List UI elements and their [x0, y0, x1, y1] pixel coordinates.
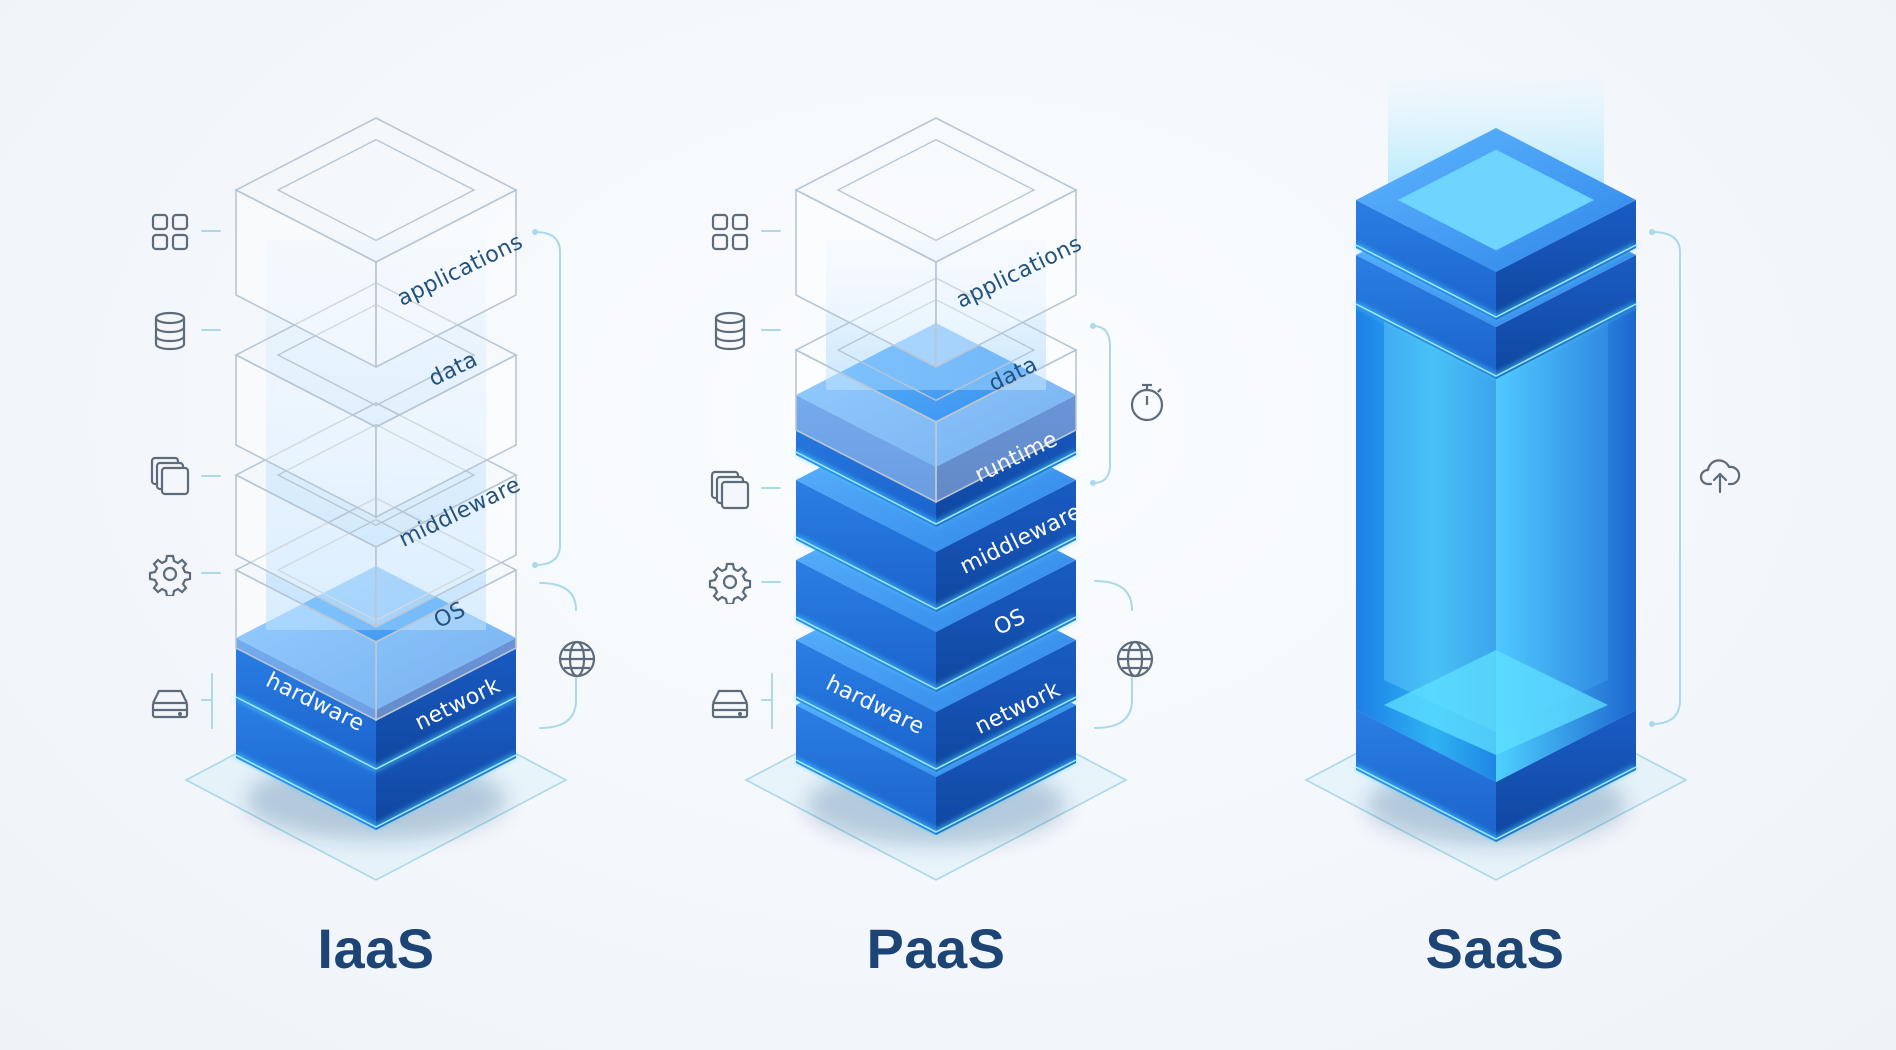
saas-upper-cap-left-face	[1356, 255, 1496, 379]
saas-base-block-left-face	[1356, 710, 1496, 842]
iaas-layer-network-block-left-face	[236, 700, 376, 830]
saas-top-cap-glow-core	[1355, 244, 1637, 318]
paas-layer-hardware-block-right-face	[936, 640, 1076, 772]
saas-inner-glass-right	[1496, 295, 1608, 732]
cloud-upload-icon	[1698, 452, 1742, 496]
stacked-windows-icon	[708, 468, 752, 512]
paas-layer-runtime-block-glow-core	[795, 451, 1077, 525]
server-drive-icon	[148, 681, 192, 725]
paas-bracket-dot-bottom	[1090, 480, 1096, 486]
iaas-layer-applications-block-top-face	[234, 117, 518, 263]
paas-layer-os-block-right-face	[936, 560, 1076, 692]
paas-layer-middleware-block-right-face	[936, 480, 1076, 612]
paas-layer-os-block-left-face	[796, 560, 936, 692]
database-icon	[708, 309, 752, 353]
paas-layer-hardware-block-left-face	[796, 640, 936, 772]
iaas-connector-network-top	[539, 582, 577, 611]
globe-icon	[1113, 637, 1157, 681]
grid-apps-icon	[708, 210, 752, 254]
database-icon	[148, 309, 192, 353]
gear-icon	[708, 560, 752, 604]
saas-bracket-dot-bottom	[1649, 721, 1655, 727]
paas-layer-network-block-left-face	[796, 705, 936, 835]
saas-stack	[1304, 70, 1688, 881]
paas-layer-applications-block-top-face	[794, 117, 1078, 263]
iaas-title: IaaS	[317, 917, 435, 980]
stacked-windows-icon	[148, 454, 192, 498]
paas-bracket-runtime	[1092, 325, 1111, 484]
saas-base-block-glow-core	[1355, 766, 1637, 840]
iaas-bracket-dot-bottom	[532, 562, 538, 568]
iaas-layer-network-block-glow-core	[235, 754, 517, 828]
paas-title: PaaS	[866, 917, 1006, 980]
saas-title: SaaS	[1425, 917, 1565, 980]
saas-inner-floor	[1384, 650, 1608, 755]
iaas-layer-middleware-block-top-face	[234, 402, 518, 548]
saas-bracket-right	[1651, 231, 1681, 725]
paas-layer-hardware-block-glow-core	[795, 696, 1077, 770]
paas-layer-runtime-block-left-face	[796, 395, 936, 527]
saas-upper-cap-right-face	[1496, 255, 1636, 379]
saas-top-cap-right-face	[1496, 200, 1636, 320]
globe-icon	[555, 637, 599, 681]
iaas-layer-middleware-block-inner-rim	[276, 423, 476, 527]
paas-layer-runtime-block-right-face	[936, 395, 1076, 527]
saas-base-block-right-face	[1496, 710, 1636, 842]
saas-inner-glass-left	[1384, 295, 1496, 732]
server-drive-icon	[708, 681, 752, 725]
iaas-layer-hardware-block-left-face	[236, 638, 376, 772]
saas-upper-cap-glow-core	[1355, 303, 1637, 377]
saas-top-cap-left-face	[1356, 200, 1496, 320]
paas-bracket-dot-top	[1090, 323, 1096, 329]
iaas-layer-applications-block	[234, 117, 518, 369]
iaas-bracket-dot-top	[532, 229, 538, 235]
iaas-connector-network-bottom	[539, 677, 577, 729]
grid-apps-icon	[148, 210, 192, 254]
paas-layer-applications-block	[794, 117, 1078, 369]
paas-layer-middleware-block-left-face	[796, 480, 936, 612]
saas-bracket-dot-top	[1649, 229, 1655, 235]
iaas-layer-hardware-block-right-face	[376, 638, 516, 772]
iaas-layer-data-block-inner-rim	[276, 303, 476, 407]
iaas-bracket-right	[534, 231, 561, 566]
saas-column-right-face	[1496, 265, 1636, 782]
iaas-stack	[184, 117, 577, 881]
iaas-layer-middleware-block	[234, 402, 518, 629]
paas-connector-network-top	[1094, 580, 1133, 611]
iaas-layer-applications-block-inner-rim	[276, 138, 476, 242]
gear-icon	[148, 552, 192, 596]
paas-stack	[744, 117, 1133, 881]
saas-column-left-face	[1356, 265, 1496, 782]
paas-layer-applications-block-inner-rim	[836, 138, 1036, 242]
paas-layer-data-block	[794, 277, 1078, 504]
paas-layer-middleware-block-glow-core	[795, 536, 1077, 610]
iaas-layer-network-block-right-face	[376, 700, 516, 830]
paas-layer-network-block-glow-core	[795, 759, 1077, 833]
iaas-layer-data-block-top-face	[234, 282, 518, 428]
saas-top-recess	[1398, 149, 1594, 251]
paas-connector-network-bottom	[1094, 677, 1133, 729]
paas-layer-os-block-glow-core	[795, 616, 1077, 690]
paas-layer-data-block-top-face	[794, 277, 1078, 423]
iaas-layer-data-block	[234, 282, 518, 519]
stopwatch-icon	[1125, 380, 1169, 424]
paas-layer-network-block-right-face	[936, 705, 1076, 835]
iaas-layer-os-block-top-face	[234, 497, 518, 643]
iaas-layer-hardware-block-glow-core	[235, 696, 517, 770]
